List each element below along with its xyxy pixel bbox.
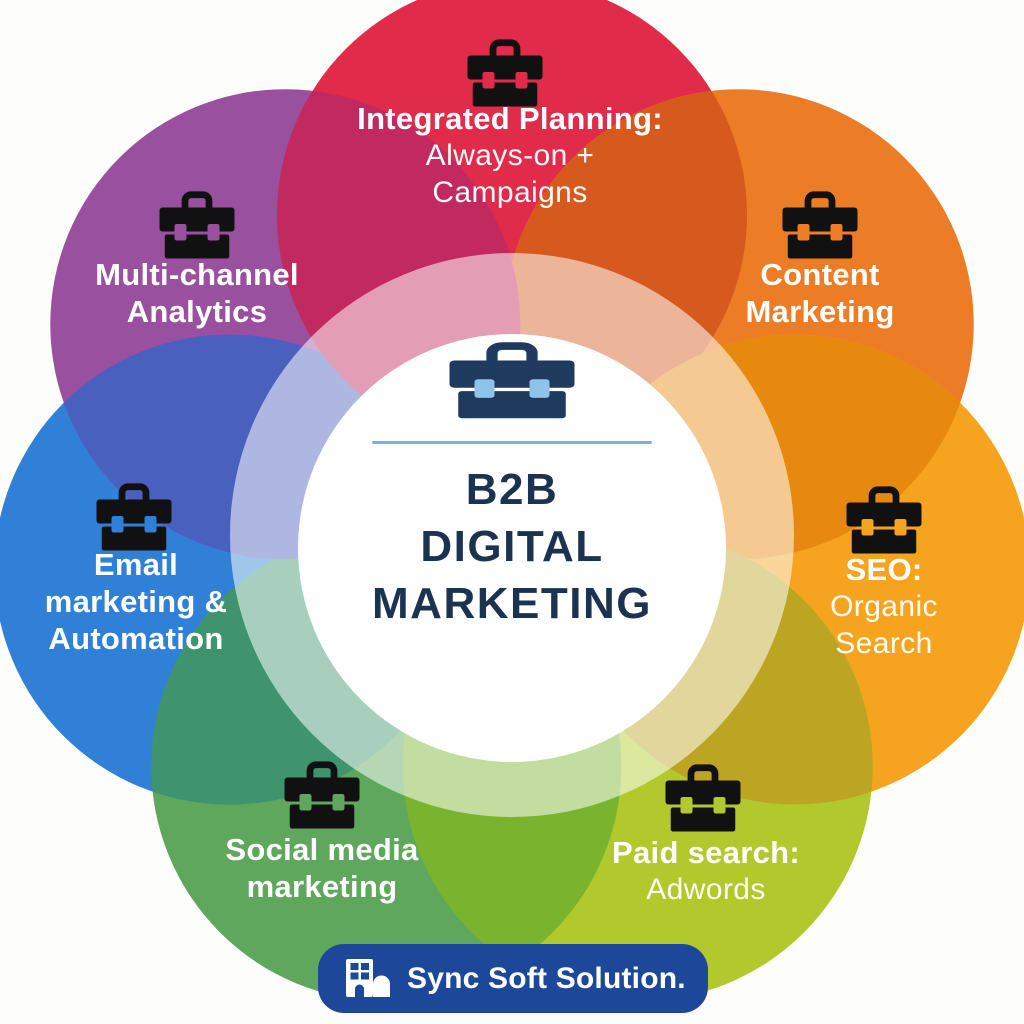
petal-subtitle: Organic xyxy=(830,590,938,623)
petal-title: Social media xyxy=(225,832,419,867)
briefcase-underline xyxy=(372,441,652,444)
petal-title: Email xyxy=(93,547,179,582)
brand-banner: Sync Soft Solution. xyxy=(318,944,708,1013)
petal-title: Content xyxy=(760,257,880,292)
toolbox-icon xyxy=(467,39,543,107)
petal-title: marketing & xyxy=(44,584,228,619)
petal-title: Paid search: xyxy=(612,835,800,870)
petal-label-social-media-marketing: Social media marketing xyxy=(225,831,418,905)
toolbox-icon xyxy=(96,483,172,551)
petal-label-content-marketing: Content Marketing xyxy=(745,256,894,330)
toolbox-icon xyxy=(284,761,360,829)
petal-subtitle: Search xyxy=(835,627,933,660)
petal-subtitle: Always-on + xyxy=(425,139,595,172)
petal-label-seo: SEO: Organic Search xyxy=(830,551,938,662)
petal-label-multi-channel-analytics: Multi-channel Analytics xyxy=(95,256,299,330)
petal-label-integrated-planning: Integrated Planning: Always-on + Campaig… xyxy=(357,100,663,211)
petal-label-email-marketing-automation: Email marketing & Automation xyxy=(45,546,227,657)
petal-title: Automation xyxy=(48,621,224,656)
petal-title: marketing xyxy=(246,869,398,904)
toolbox-icon xyxy=(782,191,858,259)
center-title-line: MARKETING xyxy=(372,579,652,628)
petal-title: Multi-channel xyxy=(95,257,299,292)
building-icon xyxy=(346,958,390,997)
center-title-line: DIGITAL xyxy=(420,522,604,571)
petal-title: Marketing xyxy=(745,294,895,329)
petal-subtitle: Adwords xyxy=(646,873,766,906)
brand-name: Sync Soft Solution. xyxy=(407,961,686,995)
petal-subtitle: Campaigns xyxy=(432,176,588,209)
petal-title: Analytics xyxy=(126,294,268,329)
petal-title: SEO: xyxy=(845,552,923,587)
center-title: B2B DIGITAL MARKETING xyxy=(372,461,652,632)
petal-label-paid-search: Paid search: Adwords xyxy=(612,834,800,908)
toolbox-icon xyxy=(665,764,741,832)
center-title-line: B2B xyxy=(465,465,559,514)
toolbox-icon xyxy=(159,191,235,259)
petal-title: Integrated Planning: xyxy=(357,101,663,136)
toolbox-icon xyxy=(846,486,922,554)
briefcase-icon xyxy=(449,342,575,419)
